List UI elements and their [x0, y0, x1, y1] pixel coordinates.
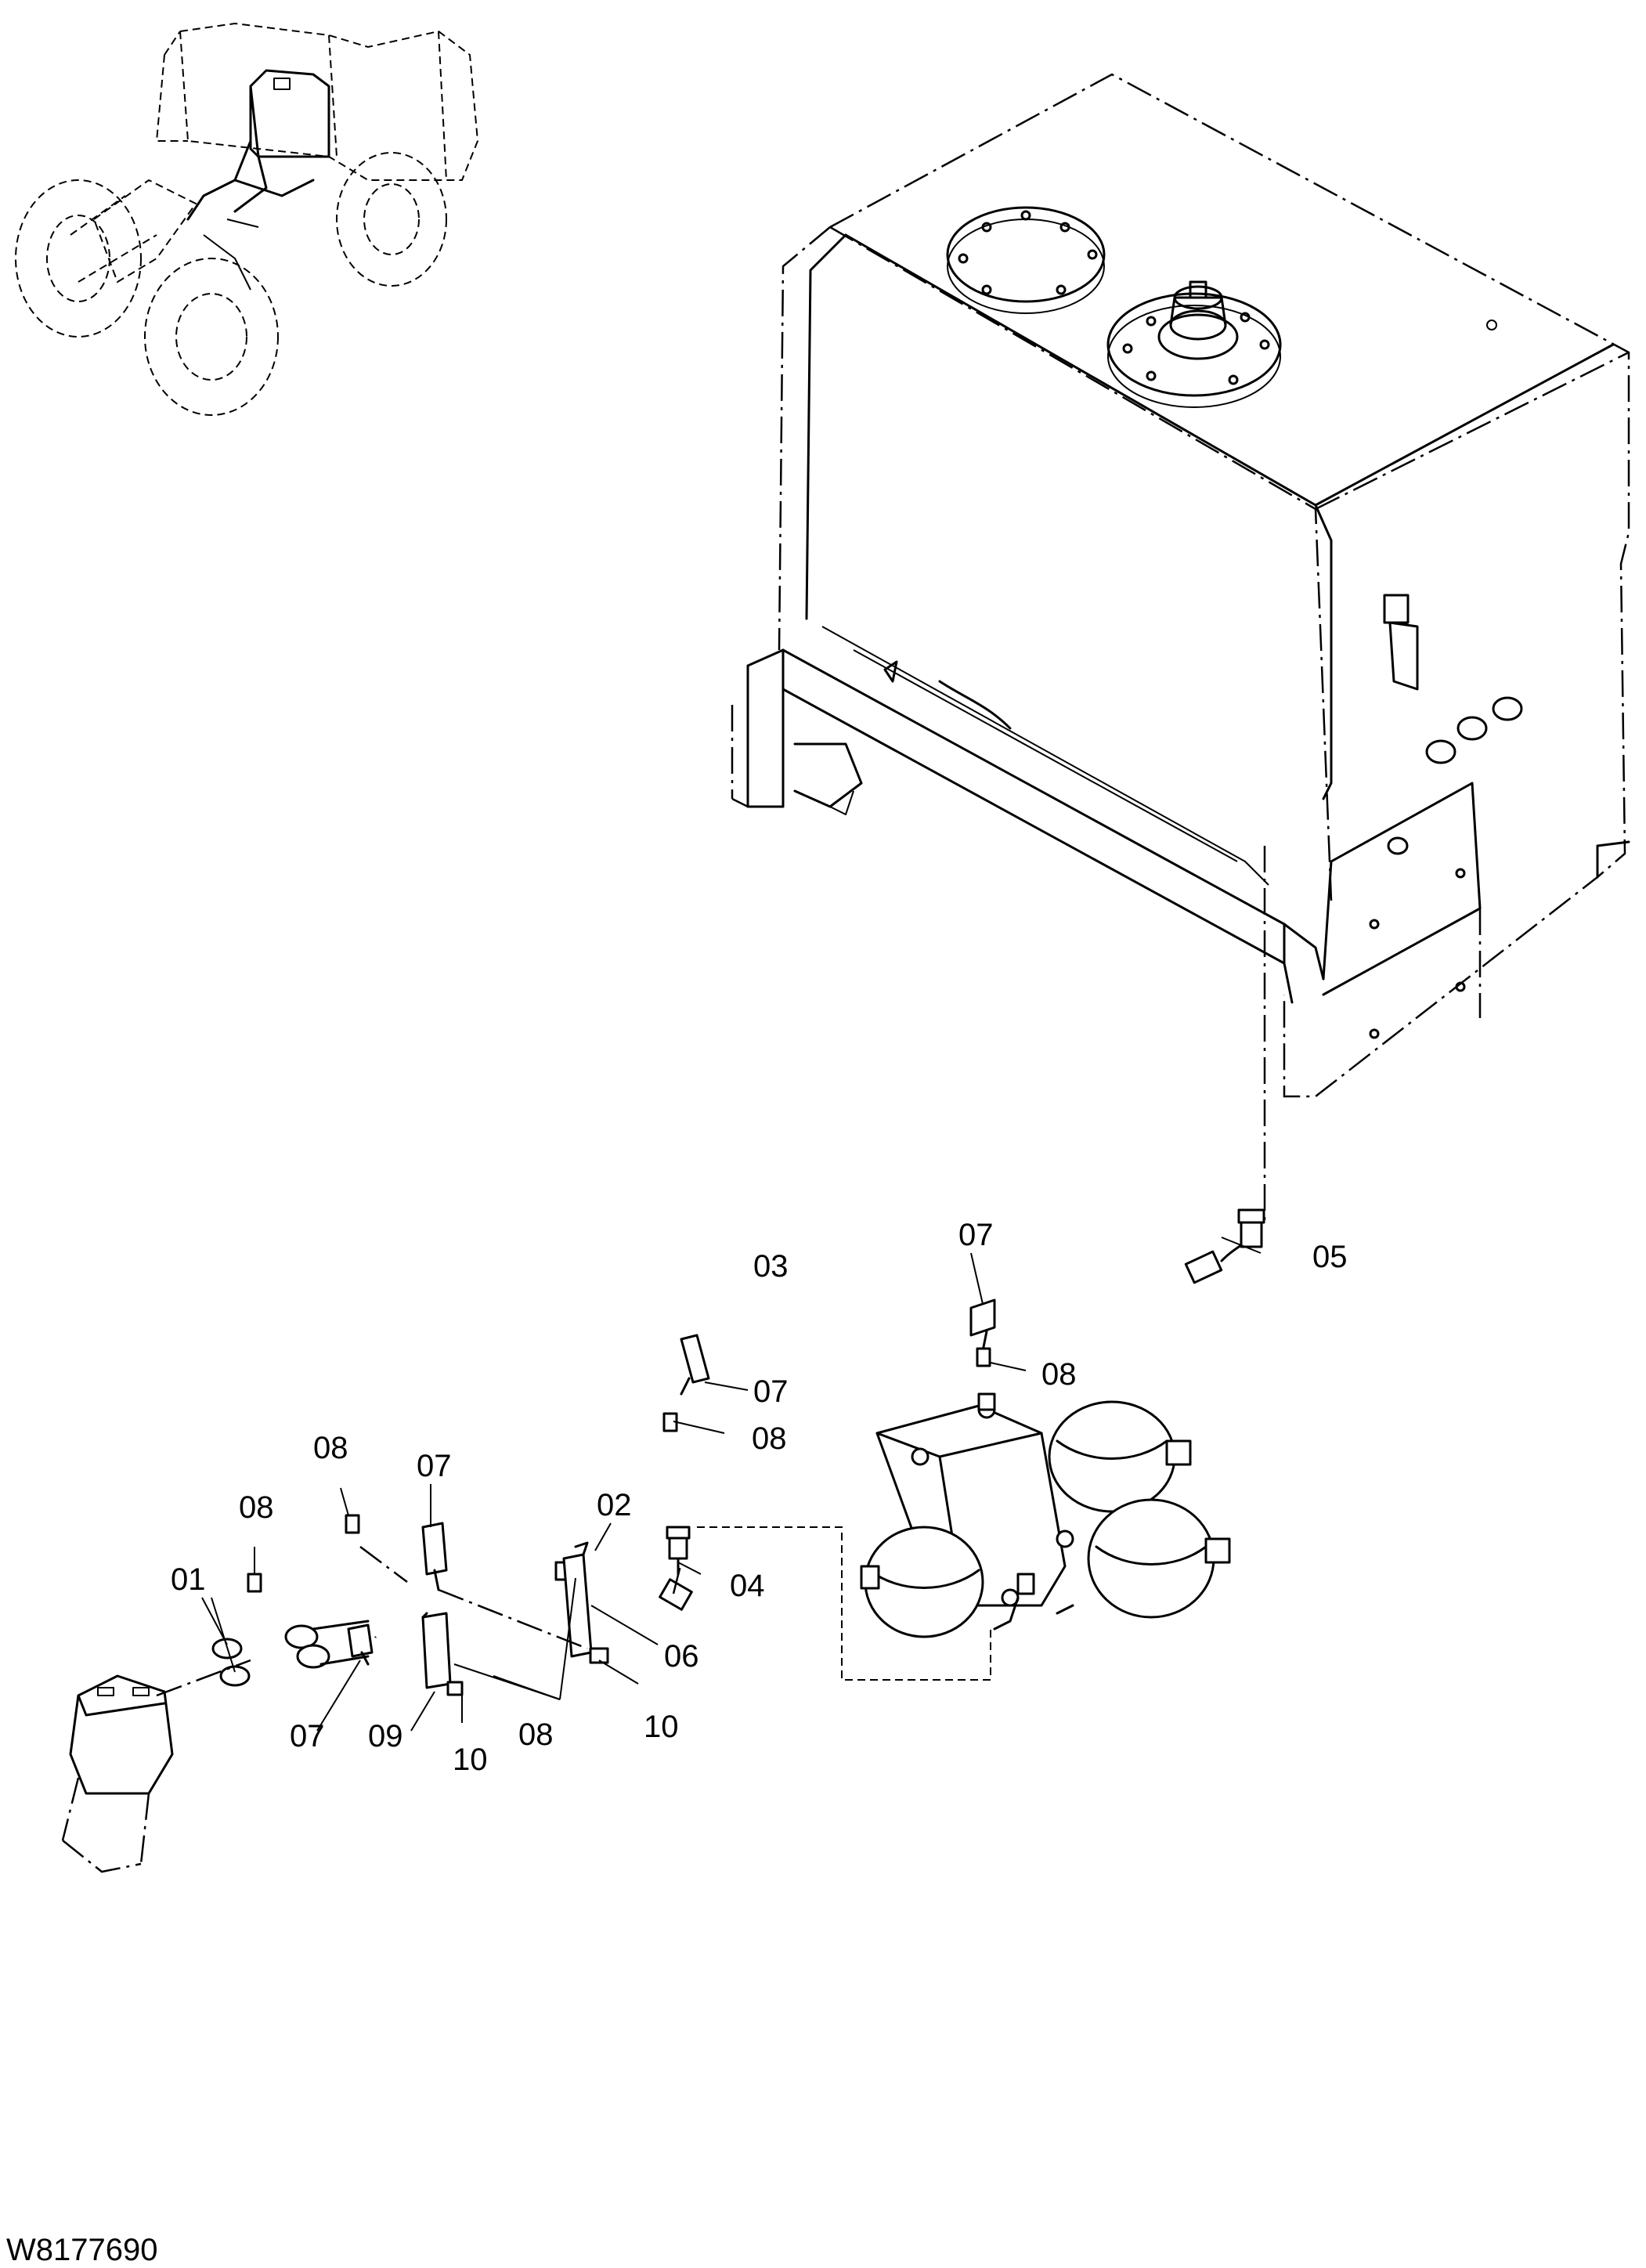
callout-08-left: 08	[313, 1431, 348, 1465]
fitting-04	[659, 1526, 693, 1611]
callout-05: 05	[1312, 1240, 1348, 1274]
callout-07-mid: 07	[753, 1374, 789, 1409]
clamp-07-fitting	[347, 1623, 374, 1666]
callout-07-fitting: 07	[290, 1719, 325, 1753]
clamp-07-lower	[421, 1522, 448, 1591]
callout-08-bracket: 08	[518, 1717, 554, 1752]
callout-08-filter: 08	[239, 1490, 274, 1525]
drawing-number: W8177690	[6, 2233, 157, 2267]
callout-04: 04	[730, 1569, 765, 1603]
connector-01	[211, 1620, 370, 1687]
hose-03	[365, 1264, 1212, 1625]
callout-06: 06	[664, 1639, 699, 1674]
callout-10-left: 10	[453, 1743, 488, 1777]
hose-02	[372, 1524, 677, 1641]
callout-02: 02	[597, 1488, 632, 1522]
filter-housing	[61, 1674, 174, 1873]
machine-locator-thumbnail	[15, 22, 479, 416]
callout-07-lower: 07	[417, 1449, 452, 1483]
bracket-09	[421, 1612, 452, 1689]
callout-08-mid: 08	[752, 1421, 787, 1456]
accumulator-block	[697, 1392, 1231, 1681]
nut-10	[446, 1647, 609, 1696]
callout-07-upper: 07	[958, 1218, 994, 1252]
clamp-07-upper	[969, 1298, 996, 1352]
callout-leaders	[201, 1237, 1262, 1732]
hydraulic-tank	[731, 73, 1630, 1222]
assembly-leaders	[156, 1546, 683, 1697]
callout-08-upper: 08	[1041, 1357, 1077, 1392]
clamp-07-mid	[680, 1334, 710, 1396]
callout-09: 09	[368, 1719, 403, 1753]
elbow-fitting-05	[1184, 1208, 1265, 1284]
callout-labels: 01 02 03 04 05 06 07 07 07 07 08 08 08 0…	[171, 1218, 1348, 1777]
callout-10-right: 10	[644, 1710, 679, 1744]
callout-01: 01	[171, 1562, 206, 1597]
callout-03: 03	[753, 1249, 789, 1284]
